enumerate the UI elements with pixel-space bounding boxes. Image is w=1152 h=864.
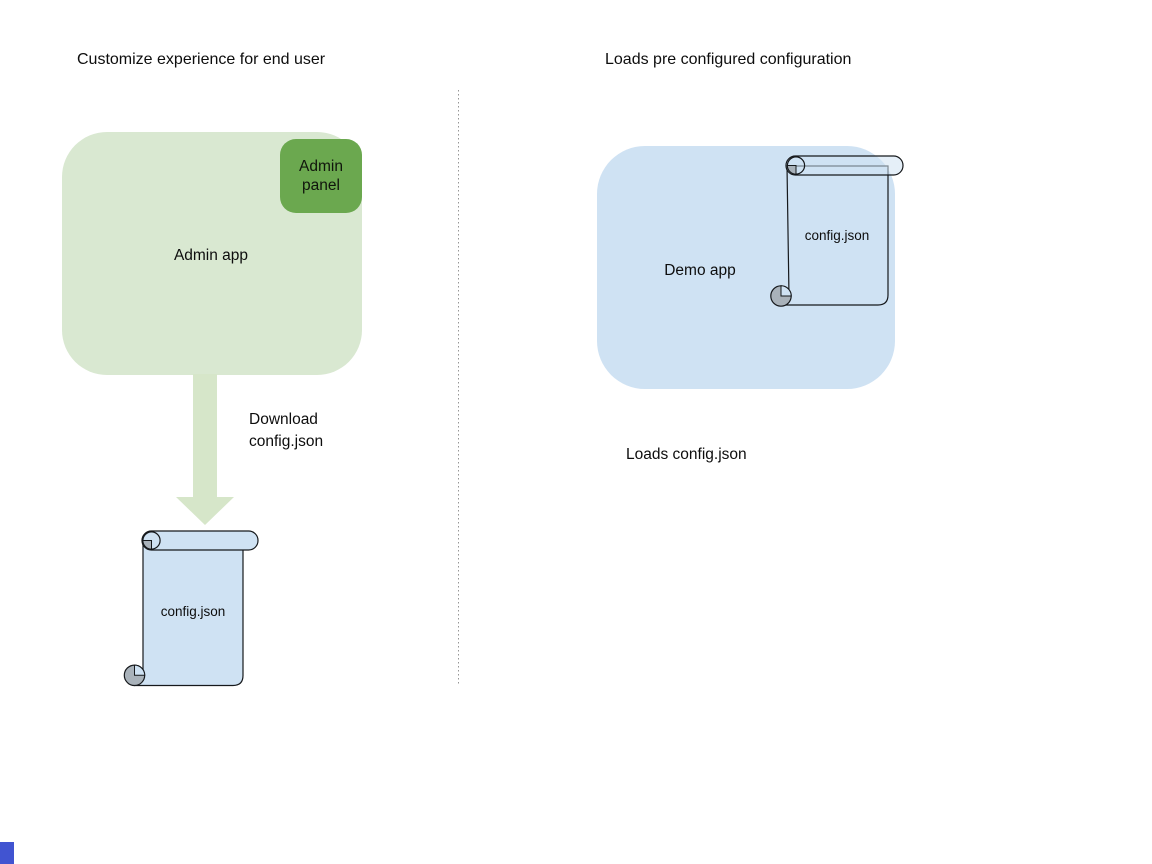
scroll-top-curl-shade (142, 540, 152, 550)
admin-panel-label: Admin panel (299, 158, 343, 194)
config-json-label-left: config.json (160, 604, 226, 619)
corner-marker (0, 842, 14, 864)
config-json-label-right: config.json (804, 228, 870, 243)
admin-panel-badge: Admin panel (280, 139, 362, 213)
download-arrow-shape (176, 374, 234, 525)
download-arrow (176, 374, 234, 525)
demo-app-label: Demo app (664, 262, 736, 279)
scroll-bottom-curl-page (134, 664, 146, 676)
scroll-bottom-curl-page (780, 285, 792, 297)
scroll-top-roll (785, 155, 904, 176)
config-json-scroll-right (770, 155, 904, 307)
demo-app-box (597, 146, 895, 389)
loads-config-caption: Loads config.json (626, 446, 747, 463)
section-divider (458, 90, 459, 685)
scroll-top-curl-shade (786, 165, 797, 175)
scroll-body (779, 165, 889, 306)
config-json-scroll-left (123, 530, 259, 687)
scroll-body (133, 540, 244, 687)
admin-app-label: Admin app (173, 247, 249, 264)
left-section-heading: Customize experience for end user (77, 51, 326, 68)
right-section-heading: Loads pre configured configuration (605, 51, 852, 68)
scroll-top-roll (141, 530, 259, 551)
download-arrow-label: Download config.json (249, 411, 324, 450)
